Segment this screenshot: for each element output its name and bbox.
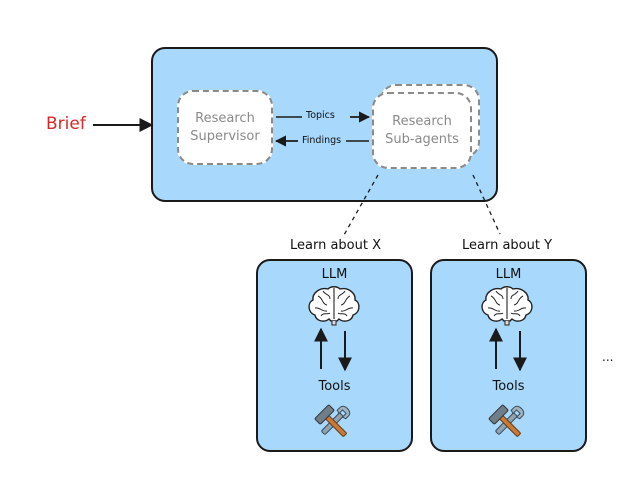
worker-x-task-label: Learn about X (290, 238, 382, 253)
research-subagents-node: Research Sub-agents (372, 92, 472, 169)
research-supervisor-node: Research Supervisor (177, 90, 273, 165)
worker-x-tools-label: Tools (318, 379, 351, 394)
subagents-label: Research Sub-agents (385, 113, 459, 147)
supervisor-label: Research Supervisor (190, 110, 260, 144)
topics-edge-label-top: Topics (306, 110, 335, 121)
connector-to-y (472, 174, 501, 235)
findings-edge-label-top: Findings (302, 135, 342, 146)
worker-y-tools-label: Tools (492, 379, 525, 394)
brief-label: Brief (46, 114, 86, 134)
findings-label-bg (298, 135, 346, 147)
worker-y-task-label: Learn about Y (462, 238, 553, 253)
topics-label-bg (302, 111, 350, 123)
hammer-wrench-icon (314, 403, 353, 443)
worker-x-llm-label: LLM (321, 267, 348, 282)
connector-to-x (343, 174, 379, 236)
hammer-wrench-icon (488, 403, 527, 443)
ellipsis: ... (602, 350, 614, 364)
brain-icon (481, 286, 533, 326)
brain-icon (308, 286, 360, 326)
worker-y-llm-label: LLM (495, 267, 522, 282)
